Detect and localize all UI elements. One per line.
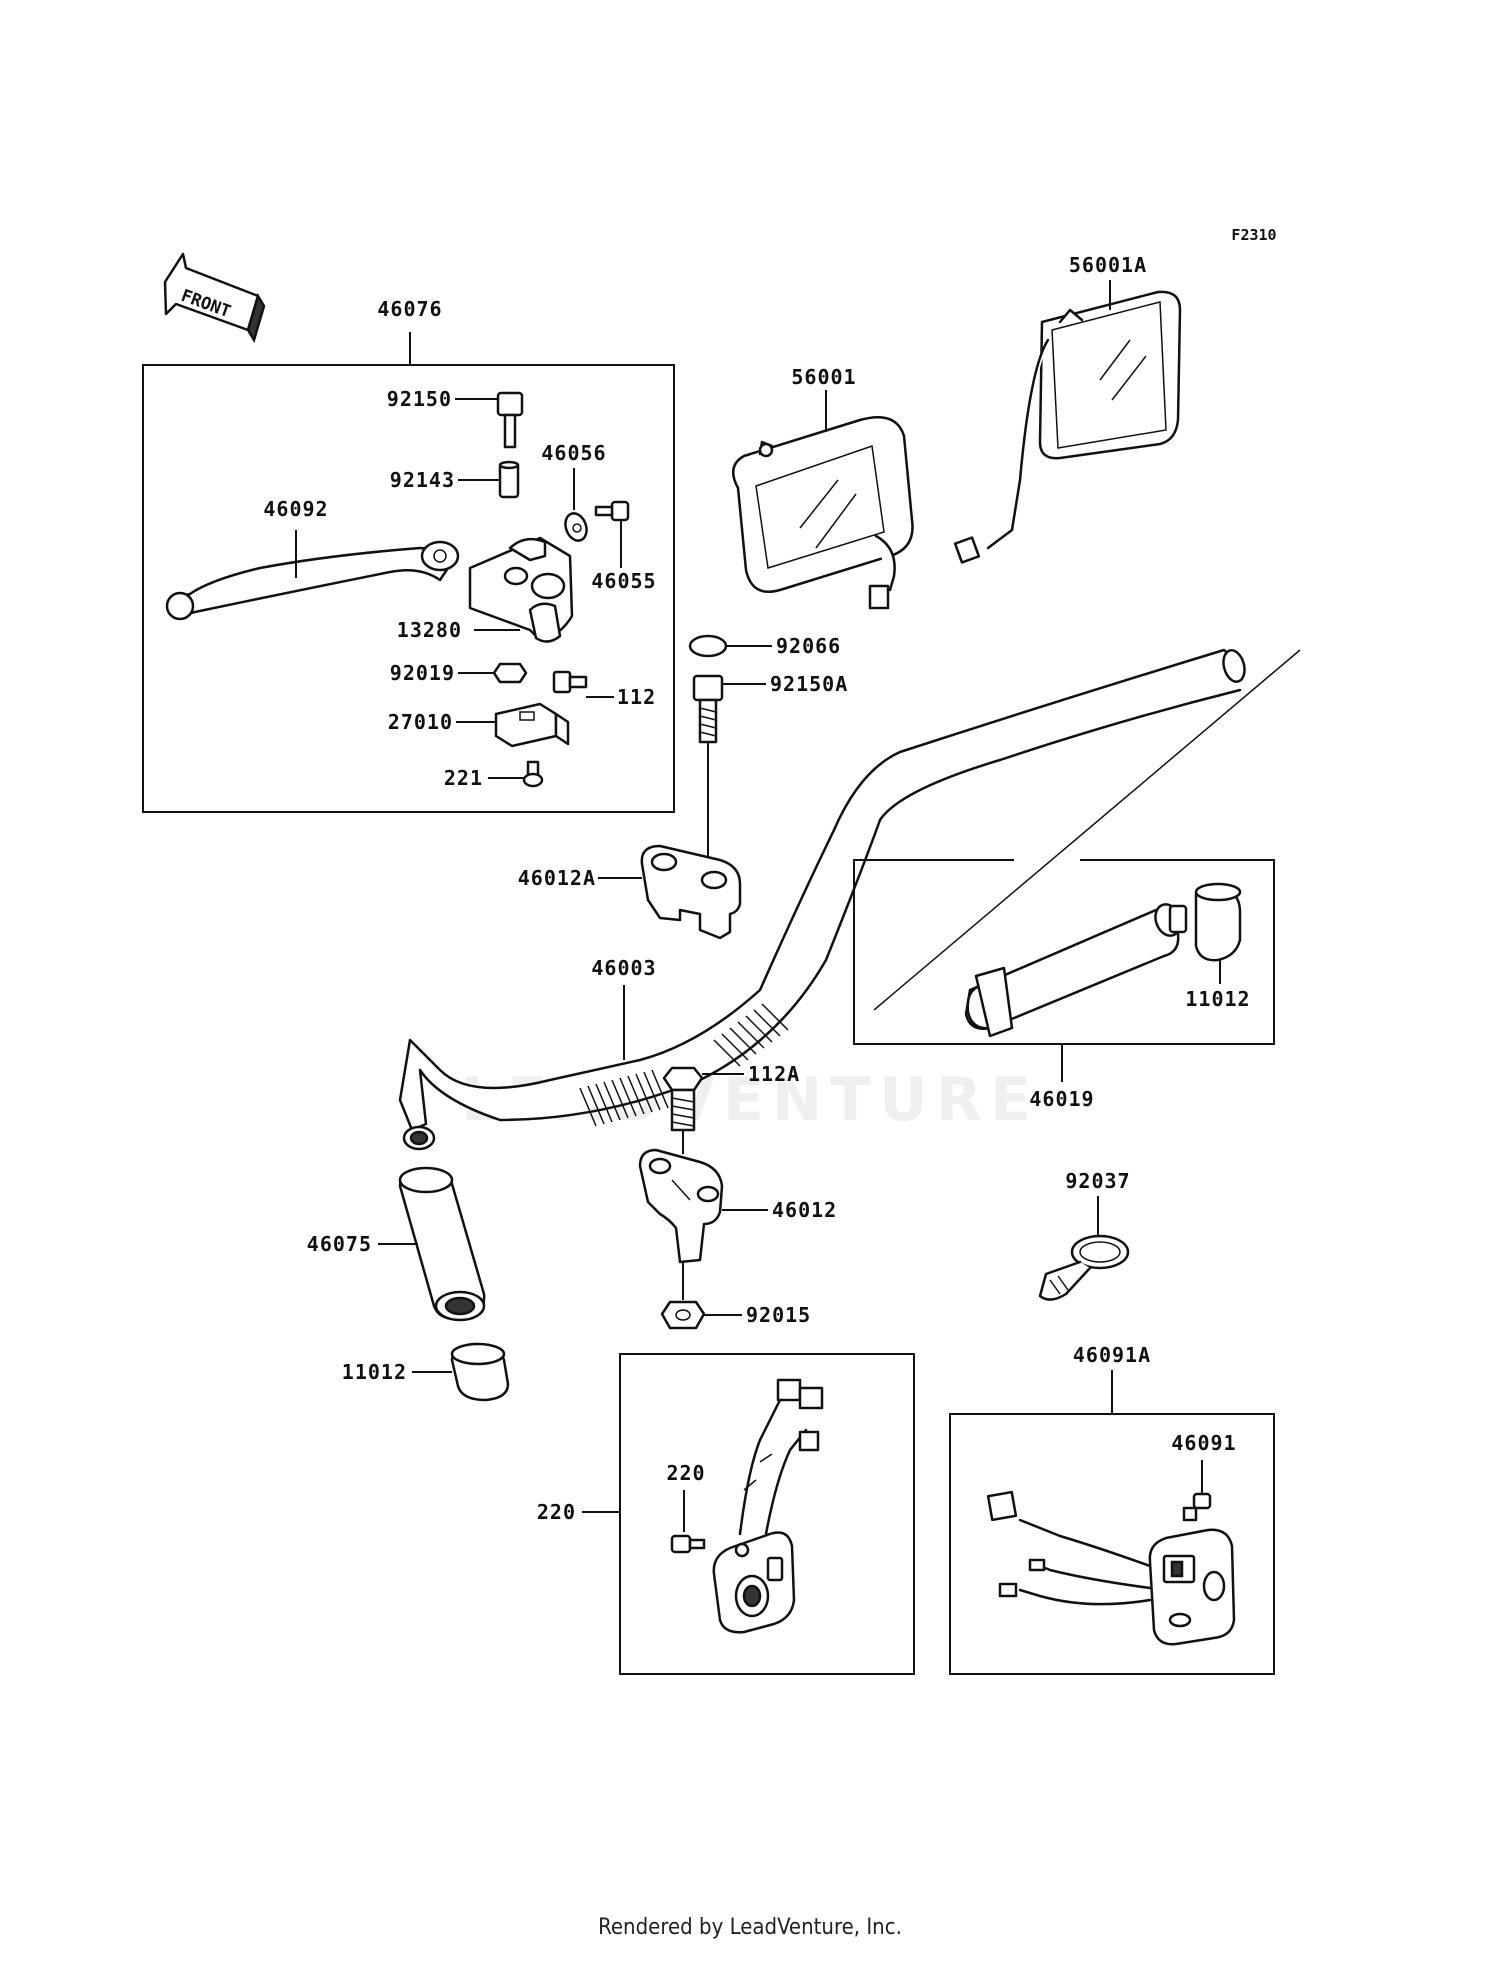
switch-27010-icon — [494, 702, 570, 748]
callout-46012: 46012 — [772, 1198, 837, 1222]
callout-92150A: 92150A — [770, 672, 848, 696]
collar-92143-icon — [498, 460, 520, 499]
callout-11012-left: 11012 — [342, 1360, 407, 1384]
callout-27010: 27010 — [388, 710, 453, 734]
callout-221: 221 — [444, 766, 483, 790]
callout-220-left: 220 — [666, 1461, 705, 1485]
cap-92066-icon — [688, 634, 728, 658]
switch-housing-46091-icon — [712, 1378, 824, 1634]
switch-housing-46091A-icon — [986, 1490, 1236, 1646]
clamp-46012-icon — [638, 1148, 724, 1264]
footer-credit: Rendered by LeadVenture, Inc. — [598, 1915, 902, 1940]
holder-13280-icon — [468, 536, 574, 643]
callout-46091: 220 — [537, 1500, 576, 1524]
mirror-56001-icon — [731, 416, 914, 610]
bolt-92150-icon — [496, 391, 524, 449]
callout-92150: 92150 — [387, 387, 452, 411]
bolt-112-icon — [552, 670, 588, 694]
callout-46019: 46019 — [1029, 1087, 1094, 1111]
callout-112A: 112A — [748, 1062, 800, 1086]
callout-11012-right: 11012 — [1185, 987, 1250, 1011]
callout-46092: 46092 — [263, 497, 328, 521]
callout-46091A: 46091A — [1073, 1343, 1151, 1367]
handlebar-46003-icon — [398, 648, 1246, 1151]
callout-46076: 46076 — [377, 297, 442, 321]
grip-46075-icon — [398, 1166, 486, 1322]
screw-46055-icon — [594, 500, 630, 522]
callout-112: 112 — [617, 685, 656, 709]
figure-code: F2310 — [1231, 226, 1276, 244]
clamp-46012A-icon — [640, 844, 742, 940]
lever-46092-icon — [165, 540, 460, 621]
screw-220-right-icon — [1182, 1492, 1212, 1522]
callout-13280: 13280 — [397, 618, 462, 642]
callout-46056: 46056 — [541, 441, 606, 465]
nut-92019-icon — [492, 662, 528, 684]
left-switch-box — [619, 1353, 915, 1675]
clutch-assembly-box — [142, 364, 675, 813]
nut-46056-icon — [564, 512, 588, 542]
throttle-grip-46019-icon — [964, 903, 1188, 1038]
callout-46055: 46055 — [591, 569, 656, 593]
mirror-56001A-icon — [953, 290, 1182, 564]
throttle-grip-box — [853, 859, 1275, 1045]
callout-92019: 92019 — [390, 661, 455, 685]
screw-221-icon — [522, 760, 544, 788]
front-arrow-icon: FRONT — [163, 252, 266, 344]
callout-56001: 56001 — [791, 365, 856, 389]
bolt-92150A-icon — [692, 674, 724, 744]
callout-46075: 46075 — [307, 1232, 372, 1256]
bolt-112A-icon — [662, 1066, 704, 1132]
end-cap-11012-right-icon — [1194, 882, 1242, 962]
callout-56001A: 56001A — [1069, 253, 1147, 277]
nut-92015-icon — [660, 1300, 706, 1330]
callout-92066: 92066 — [776, 634, 841, 658]
clamp-92037-icon — [1038, 1234, 1130, 1301]
callout-92037: 92037 — [1065, 1169, 1130, 1193]
end-cap-11012-left-icon — [450, 1342, 510, 1402]
callout-92015: 92015 — [746, 1303, 811, 1327]
callout-46012A: 46012A — [518, 866, 596, 890]
callout-220-right: 46091 — [1171, 1431, 1236, 1455]
callout-46003: 46003 — [591, 956, 656, 980]
screw-220-left-icon — [670, 1534, 706, 1554]
callout-92143: 92143 — [390, 468, 455, 492]
